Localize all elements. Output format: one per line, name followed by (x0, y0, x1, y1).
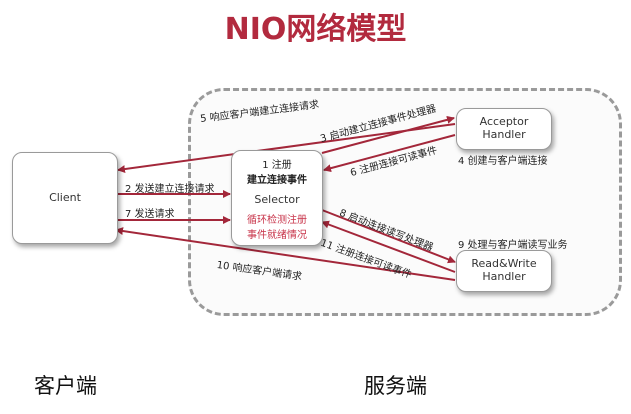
readwrite-handler-label: Handler (482, 270, 526, 283)
selector-ready-note: 事件就绪情况 (247, 230, 307, 241)
label-step4: 4 创建与客户端连接 (458, 156, 548, 167)
arrow-step10 (115, 227, 456, 281)
acceptor-handler-box: Acceptor Handler (456, 108, 552, 150)
selector-event-label: 建立连接事件 (247, 175, 307, 186)
arrow-step11 (321, 220, 456, 273)
acceptor-handler-label: Handler (482, 128, 526, 141)
arrow-step8 (321, 209, 456, 264)
acceptor-label: Acceptor (479, 115, 529, 128)
readwrite-label: Read&Write (471, 257, 537, 270)
label-step9: 9 处理与客户端读写业务 (458, 240, 568, 251)
client-side-caption: 客户端 (34, 374, 97, 398)
selector-name: Selector (254, 193, 300, 206)
page-title: NIO网络模型 (224, 12, 407, 47)
client-box: Client (12, 152, 118, 244)
arrow-step3 (321, 115, 455, 154)
label-step7: 7 发送请求 (125, 209, 175, 220)
selector-loop-note: 循环检测注册 (247, 215, 307, 226)
selector-register-label: 1 注册 (262, 160, 292, 171)
arrow-step6 (323, 134, 456, 173)
label-step2: 2 发送建立连接请求 (125, 184, 215, 195)
server-side-caption: 服务端 (364, 374, 427, 398)
client-label: Client (49, 191, 81, 204)
selector-box: 1 注册 建立连接事件 Selector 循环检测注册 事件就绪情况 (231, 150, 323, 246)
readwrite-handler-box: Read&Write Handler (456, 250, 552, 292)
